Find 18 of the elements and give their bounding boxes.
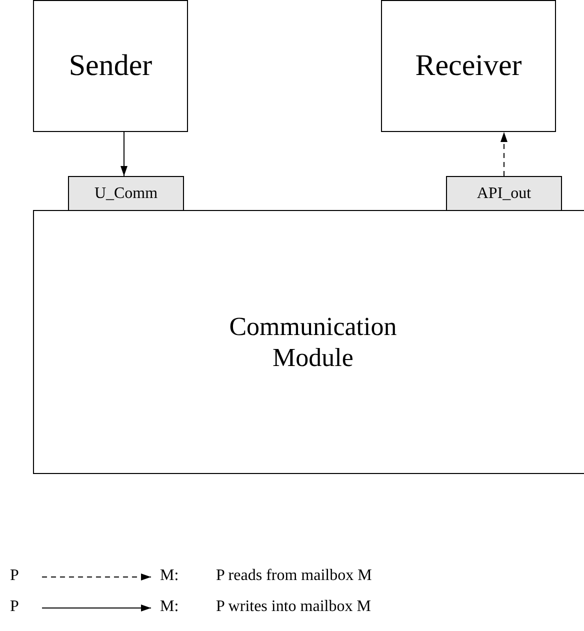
mailbox-box xyxy=(68,176,184,211)
node-label: U_Comm xyxy=(94,184,158,204)
process-box xyxy=(33,0,188,132)
node-label: Sender xyxy=(68,48,152,84)
module-box xyxy=(33,210,584,474)
arrow xyxy=(500,132,508,176)
legend-symbol-label: P xyxy=(10,567,19,585)
legend-text: P reads from mailbox M xyxy=(216,567,372,585)
mailbox-box xyxy=(446,176,562,211)
arrow xyxy=(120,132,128,176)
node-label: Receiver xyxy=(415,48,522,84)
node-label: Communication Module xyxy=(228,310,398,374)
node-label: API_out xyxy=(476,184,532,204)
legend-text: P writes into mailbox M xyxy=(216,598,371,616)
legend-symbol-label: P xyxy=(10,598,19,616)
process-box xyxy=(381,0,556,132)
legend-symbol-label: M: xyxy=(160,598,179,616)
legend-symbol-label: M: xyxy=(160,567,179,585)
